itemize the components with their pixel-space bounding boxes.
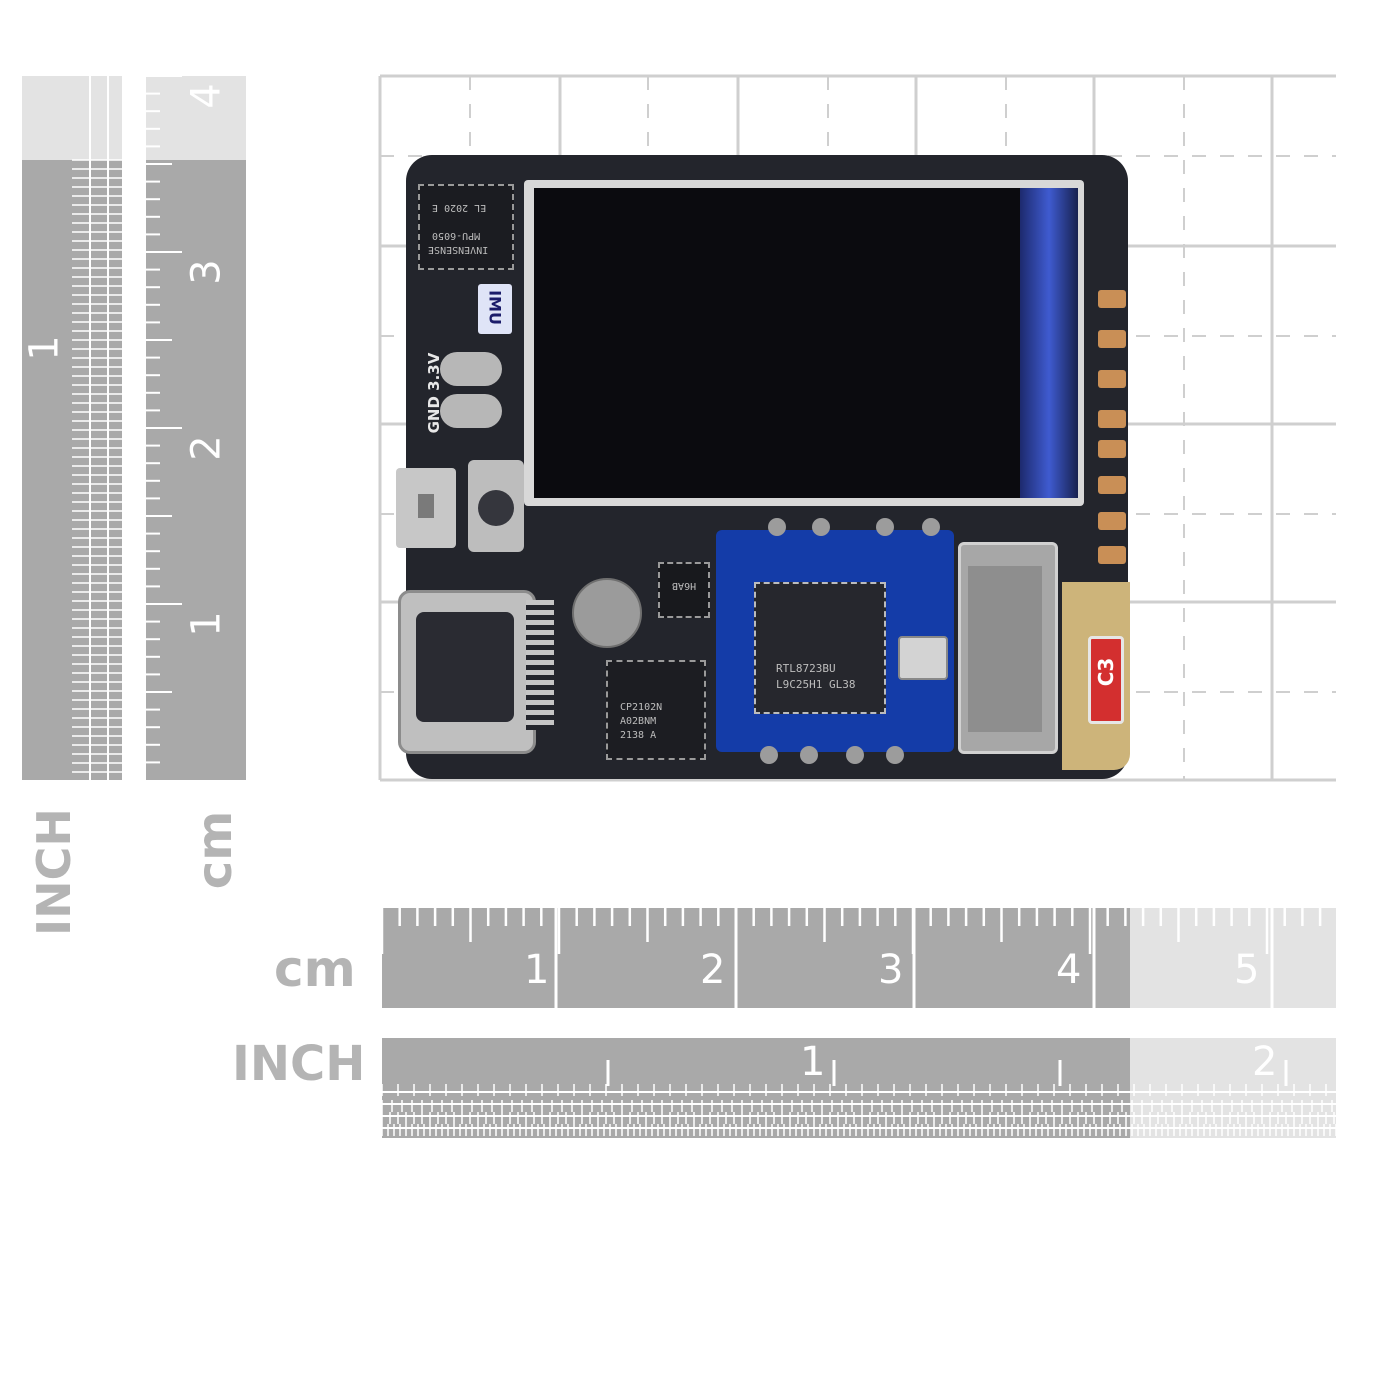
inch-unit-label-horizontal: INCH xyxy=(232,1036,366,1092)
imu-chip xyxy=(418,184,514,270)
cp2102-chip-text-line-2: A02BNM xyxy=(620,716,657,727)
usb-c-opening xyxy=(416,612,514,722)
cm-ruler-number-4: 4 xyxy=(183,83,230,109)
cm-ruler-vertical xyxy=(146,160,246,780)
cm-unit-label-horizontal: cm xyxy=(274,940,356,998)
edge-pad xyxy=(1098,440,1126,458)
cm-ruler-vertical-light xyxy=(146,76,246,160)
lcd-flex-edge xyxy=(1020,188,1078,498)
cm-ruler-number-5-h: 5 xyxy=(1234,947,1260,993)
inch-ruler-number-1-h: 1 xyxy=(800,1039,826,1085)
solder-dot xyxy=(800,746,818,764)
imu-label-box xyxy=(478,284,512,334)
push-button-cap xyxy=(478,490,514,526)
edge-pad xyxy=(1098,476,1126,494)
cp2102-chip-text-line-3: 2138 A xyxy=(620,730,657,741)
solder-dot xyxy=(886,746,904,764)
crystal-oscillator xyxy=(898,636,948,680)
cp2102-chip xyxy=(606,660,706,760)
cp2102-chip-text-line-1: CP2102N xyxy=(620,702,663,713)
solder-dot xyxy=(760,746,778,764)
solder-dot xyxy=(922,518,940,536)
solder-dot xyxy=(768,518,786,536)
solder-pad xyxy=(440,352,502,386)
microphone xyxy=(572,578,642,648)
power-pins-label: GND 3.3V xyxy=(425,352,443,434)
cm-ruler-number-3: 3 xyxy=(183,259,230,285)
inch-ruler-vertical xyxy=(22,160,122,780)
inch-ruler-vertical-light xyxy=(22,76,122,160)
edge-pad xyxy=(1098,410,1126,428)
cm-ruler-number-4-h: 4 xyxy=(1056,947,1082,993)
cm-ruler-number-2: 2 xyxy=(183,435,230,461)
h6ab-chip xyxy=(658,562,710,618)
solder-dot xyxy=(846,746,864,764)
imu-chip-text-line-2: MPU-6050 xyxy=(432,230,481,241)
edge-pad xyxy=(1098,512,1126,530)
cm-ruler-number-1: 1 xyxy=(183,611,230,637)
solder-dot xyxy=(812,518,830,536)
rtl8723-chip xyxy=(754,582,886,714)
usb-c-pins xyxy=(526,600,554,730)
solder-dot xyxy=(876,518,894,536)
h6ab-chip-text: H6AB xyxy=(672,580,697,591)
cm-ruler-number-1-h: 1 xyxy=(524,947,550,993)
imu-chip-text-line-3: EL 2020 E xyxy=(432,202,487,213)
cm-ruler-number-3-h: 3 xyxy=(878,947,904,993)
rtl-chip-text-line-2: L9C25H1 GL38 xyxy=(776,678,856,691)
vertical-ruler-ticks xyxy=(72,75,182,780)
edge-pad xyxy=(1098,290,1126,308)
edge-pad xyxy=(1098,370,1126,388)
c3-antenna-label: C3 xyxy=(1094,657,1118,687)
imu-label: IMU xyxy=(485,290,505,325)
cm-unit-label-vertical: cm xyxy=(187,810,244,890)
imu-chip-text-line-1: INVENSENSE xyxy=(428,244,489,255)
inch-ruler-number-2-h: 2 xyxy=(1252,1039,1278,1085)
inch-ruler-number-1: 1 xyxy=(21,335,68,361)
rtl-chip-text-line-1: RTL8723BU xyxy=(776,662,836,675)
edge-pad xyxy=(1098,546,1126,564)
cm-ruler-number-2-h: 2 xyxy=(700,947,726,993)
sd-card-slot-inner xyxy=(968,566,1042,732)
solder-pad xyxy=(440,394,502,428)
slide-switch-knob xyxy=(418,494,434,518)
c3-antenna-chip xyxy=(1088,636,1124,724)
horizontal-ruler-ticks xyxy=(380,908,1337,1136)
edge-pad xyxy=(1098,330,1126,348)
lcd-screen xyxy=(534,188,1022,498)
